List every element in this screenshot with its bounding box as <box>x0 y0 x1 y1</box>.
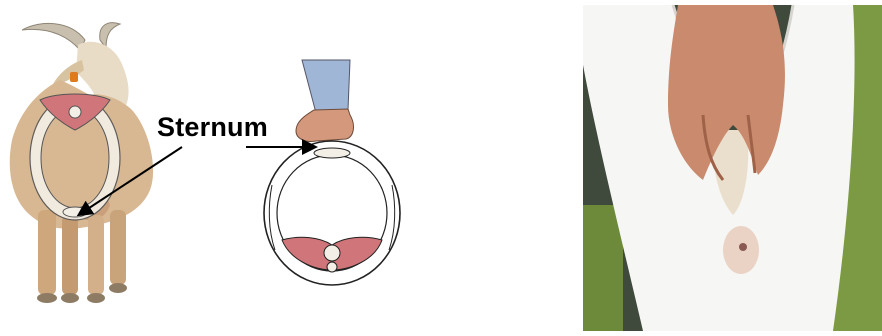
chest-cross-section <box>264 141 400 285</box>
hand-cross-section-illustration <box>250 55 410 295</box>
goat-illustration <box>0 0 170 331</box>
rib-cage-overlay <box>30 94 120 220</box>
tail-lift-photo <box>583 5 882 331</box>
sternum-label: Sternum <box>157 112 268 143</box>
